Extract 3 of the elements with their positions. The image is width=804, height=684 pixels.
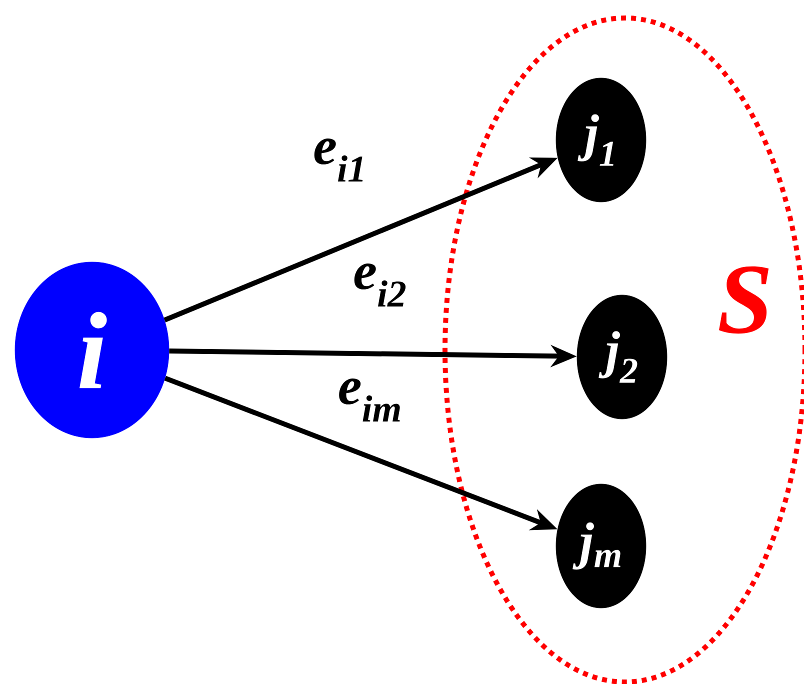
edge-label: e$_{i1}$ xyxy=(314,138,363,182)
edge-label: e$_{i2}$ xyxy=(354,263,406,307)
edge-label: e$_{im}$ xyxy=(339,378,400,422)
